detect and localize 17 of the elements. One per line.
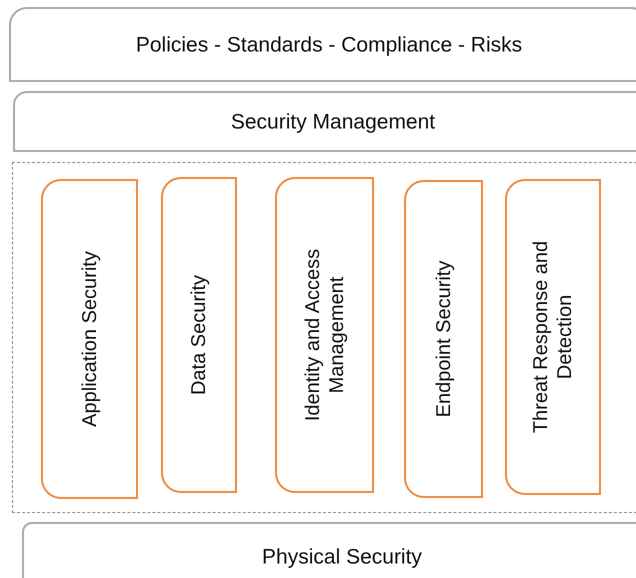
pillar-box: [404, 180, 483, 498]
pillar-box: [41, 179, 138, 499]
layer-box: [13, 91, 636, 152]
layer-label: Security Management: [230, 108, 436, 134]
pillar-label: Endpoint Security: [432, 260, 456, 420]
pillar-box: [161, 177, 237, 493]
group-frame: [12, 162, 636, 513]
layer-box: [9, 7, 636, 82]
pillar-label: Data Security: [187, 274, 211, 398]
pillar-box: [275, 177, 374, 493]
layer-box: [22, 522, 636, 578]
pillar-label: Application Security: [78, 250, 102, 429]
pillar-box: [505, 179, 601, 495]
layer-label: Policies - Standards - Compliance - Risks: [134, 32, 524, 58]
pillar-label: Threat Response and Detection: [529, 240, 577, 436]
layer-label: Physical Security: [261, 544, 423, 570]
pillar-label: Identity and Access Management: [300, 248, 348, 424]
